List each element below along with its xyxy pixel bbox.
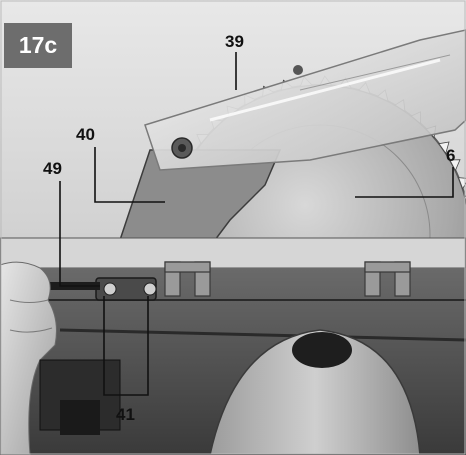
hand [0, 261, 57, 455]
callout-41: 41 [116, 405, 135, 424]
brackets [164, 261, 411, 297]
insert-plate [95, 277, 157, 301]
leader-6 [355, 167, 454, 198]
blade-guard [144, 29, 466, 171]
blade-tooth [449, 159, 461, 172]
blade-arbor [292, 332, 352, 368]
callout-49: 49 [43, 159, 62, 178]
callout-40: 40 [76, 125, 95, 144]
figure-label-badge: 17c [4, 23, 72, 68]
table-surface [0, 237, 466, 269]
lower-blade [209, 329, 421, 455]
callout-6: 6 [446, 146, 456, 165]
leader-lines [59, 52, 454, 396]
leader-40 [94, 147, 165, 203]
leader-49 [59, 181, 100, 287]
callout-39: 39 [225, 32, 244, 51]
blade-tooth [438, 141, 450, 155]
leader-41 [103, 296, 149, 396]
